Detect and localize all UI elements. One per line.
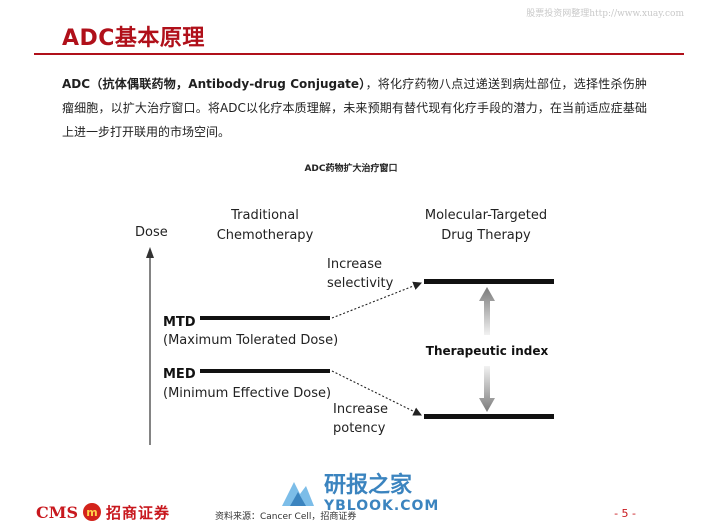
cms-logo-icon: m: [83, 503, 101, 521]
targeted-lower-bar: [424, 414, 554, 419]
traditional-heading-line1: Traditional: [230, 208, 299, 223]
page-number: - 5 -: [614, 507, 636, 520]
page-title: ADC基本原理: [62, 26, 205, 51]
mtd-description: (Maximum Tolerated Dose): [163, 333, 338, 348]
yblook-brand-cn: 研报之家: [324, 473, 413, 498]
source-watermark: 股票投资网整理http://www.xuay.com: [526, 9, 684, 19]
yblook-logo-icon: [282, 482, 314, 506]
potency-arrow: [331, 370, 422, 416]
yblook-brand-url: YBLOOK.COM: [324, 498, 440, 514]
adc-term: ADC（抗体偶联药物，Antibody-drug Conjugate）: [62, 77, 366, 91]
intro-text: ，将化疗药物八点过递送到病灶部位，选择性杀伤肿瘤细胞，以扩大治疗窗口。将ADC以…: [62, 77, 647, 139]
mtd-bar: [200, 316, 330, 320]
targeted-heading-line1: Molecular-Targeted: [425, 208, 547, 223]
title-divider: [34, 53, 684, 55]
cms-logo-text: CMS: [36, 502, 78, 522]
source-note: 资料来源：Cancer Cell，招商证券: [215, 512, 357, 522]
yblook-watermark: 研报之家 YBLOOK.COM: [278, 474, 439, 514]
targeted-upper-bar: [424, 279, 554, 284]
therapeutic-index-down-arrow: [479, 366, 495, 412]
therapeutic-index-up-arrow: [479, 287, 495, 335]
selectivity-label-line2: selectivity: [327, 276, 394, 291]
cms-logo: CMS m 招商证券: [36, 500, 170, 524]
med-label: MED: [163, 367, 196, 382]
dose-axis-label: Dose: [135, 225, 168, 240]
targeted-heading-line2: Drug Therapy: [441, 228, 531, 243]
cms-brand-name: 招商证券: [106, 503, 171, 522]
therapeutic-index-label: Therapeutic index: [426, 344, 549, 358]
figure-title: ADC药物扩大治疗窗口: [304, 164, 398, 174]
med-bar: [200, 369, 330, 373]
intro-paragraph: ADC（抗体偶联药物，Antibody-drug Conjugate），将化疗药…: [62, 72, 647, 144]
mtd-label: MTD: [163, 315, 196, 330]
potency-label-line1: Increase: [333, 402, 388, 417]
dose-axis-arrowhead: [146, 247, 154, 258]
traditional-heading-line2: Chemotherapy: [217, 228, 314, 243]
med-description: (Minimum Effective Dose): [163, 386, 331, 401]
potency-label-line2: potency: [333, 421, 386, 436]
selectivity-label-line1: Increase: [327, 257, 382, 272]
